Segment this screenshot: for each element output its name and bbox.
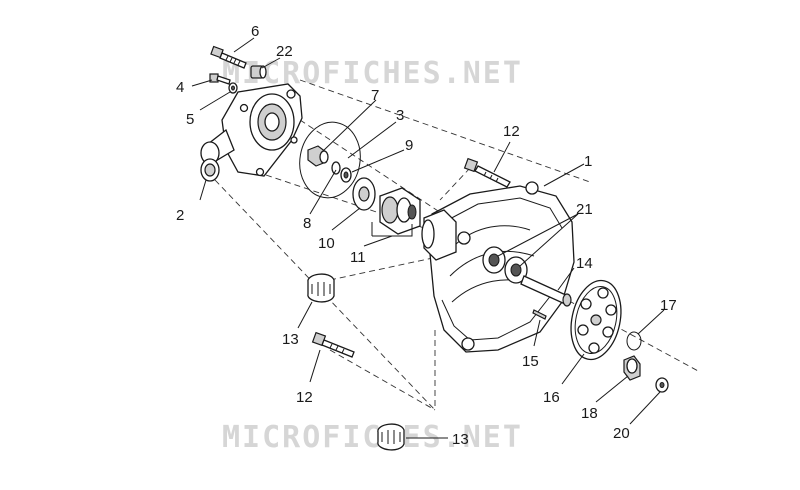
pin-15 <box>532 309 547 320</box>
callout-13-lower: 13 <box>452 431 469 448</box>
washer-20 <box>655 377 669 393</box>
o-ring-3 <box>299 121 361 199</box>
screw-4 <box>209 73 231 85</box>
watermark-top: MICROFICHES.NET <box>222 56 523 91</box>
pump-cover-2 <box>200 83 303 182</box>
callout-labels: 6 22 4 5 7 3 9 12 1 21 2 8 10 11 14 17 1… <box>176 23 677 448</box>
callout-4: 4 <box>176 79 184 96</box>
callout-12-upper: 12 <box>503 123 520 140</box>
callout-8: 8 <box>303 215 311 232</box>
callout-6: 6 <box>251 23 259 40</box>
circlip-17 <box>626 331 642 351</box>
clip-13-lower <box>377 423 405 451</box>
callout-3: 3 <box>396 107 404 124</box>
callout-9: 9 <box>405 137 413 154</box>
bolt-6 <box>210 45 247 69</box>
bolt-12-upper <box>463 157 511 188</box>
bolt-12-lower <box>311 331 355 358</box>
callout-5: 5 <box>186 111 194 128</box>
impeller-10 <box>352 177 376 211</box>
callout-20: 20 <box>613 425 630 442</box>
washer-8 <box>331 161 341 175</box>
callout-7: 7 <box>371 87 379 104</box>
gear-16 <box>570 279 622 361</box>
callout-11: 11 <box>350 249 366 266</box>
callout-1: 1 <box>584 153 592 170</box>
callout-2: 2 <box>176 207 184 224</box>
washer-9 <box>340 167 352 183</box>
leader-lines <box>191 37 665 439</box>
callout-22: 22 <box>276 43 293 60</box>
watermark-bottom: MICROFICHES.NET <box>222 420 523 455</box>
crankcase-cover-1 <box>421 181 575 353</box>
callout-16: 16 <box>543 389 560 406</box>
callout-15: 15 <box>522 353 539 370</box>
callout-18: 18 <box>581 405 598 422</box>
callout-17: 17 <box>660 297 677 314</box>
callout-12-lower: 12 <box>296 389 313 406</box>
assembly-guide-lines <box>214 79 701 411</box>
shaft-14 <box>520 275 572 307</box>
spacer-18 <box>623 355 641 381</box>
clip-13-upper <box>307 273 335 303</box>
callout-13-upper: 13 <box>282 331 299 348</box>
callout-14: 14 <box>576 255 593 272</box>
seal-11 <box>371 187 421 237</box>
washer-5 <box>228 82 238 94</box>
nut-7 <box>307 145 329 167</box>
callout-21: 21 <box>576 201 593 218</box>
sleeve-22 <box>250 65 267 79</box>
callout-10: 10 <box>318 235 335 252</box>
